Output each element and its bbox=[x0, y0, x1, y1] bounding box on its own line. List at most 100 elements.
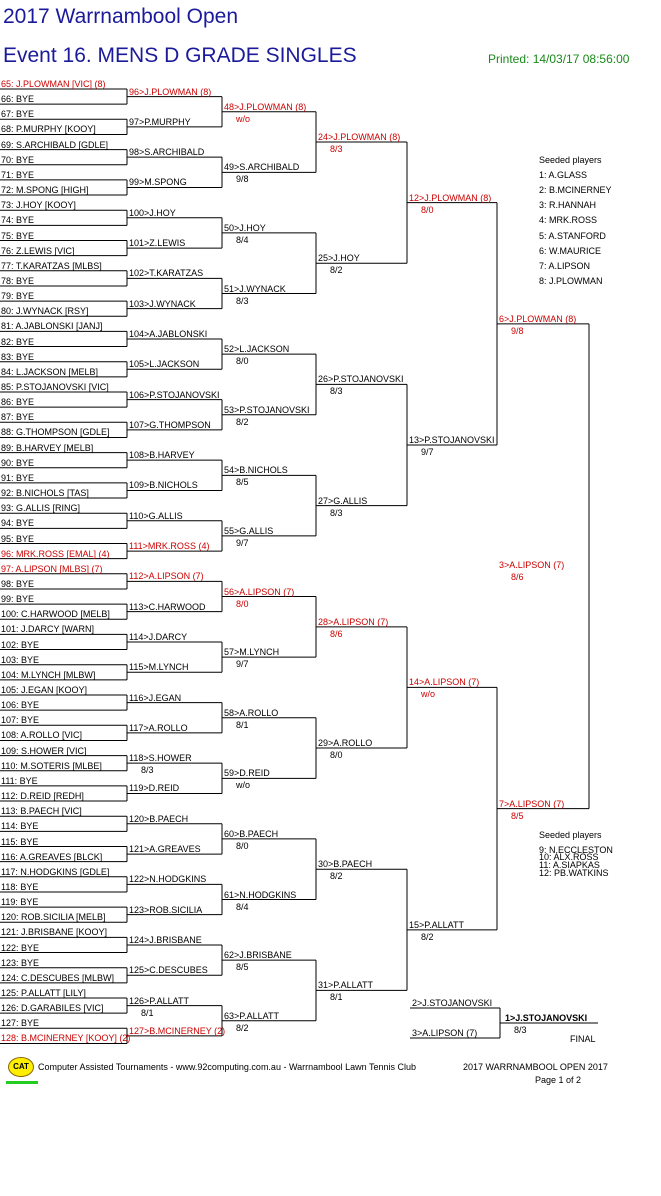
match-score: w/o bbox=[236, 780, 251, 791]
draw-entry: 89: B.HARVEY [MELB] bbox=[1, 442, 94, 453]
seeded-players-title-2: Seeded players bbox=[539, 830, 602, 840]
match-winner: 99>M.SPONG bbox=[129, 177, 187, 188]
draw-entry: 128: B.MCINERNEY [KOOY] (2) bbox=[1, 1033, 131, 1044]
match-winner: 56>A.LIPSON (7) bbox=[224, 586, 295, 597]
match-winner: 113>C.HARWOOD bbox=[129, 601, 206, 612]
seed-item: 4: MRK.ROSS bbox=[539, 215, 598, 225]
match-winner: 53>P.STOJANOVSKI bbox=[224, 404, 310, 415]
draw-entry: 127: BYE bbox=[1, 1018, 40, 1029]
match-score: 9/7 bbox=[236, 537, 249, 548]
draw-entry: 99: BYE bbox=[1, 594, 35, 605]
match-winner: 6>J.PLOWMAN (8) bbox=[499, 313, 577, 324]
draw-entry: 100: C.HARWOOD [MELB] bbox=[1, 609, 110, 620]
match-winner: 59>D.REID bbox=[224, 768, 270, 779]
draw-entry: 125: P.ALLATT [LILY] bbox=[1, 988, 86, 998]
match-score: 8/2 bbox=[421, 931, 434, 942]
match-score: 8/2 bbox=[236, 416, 249, 427]
draw-entry: 70: BYE bbox=[1, 154, 35, 165]
match-winner: 57>M.LYNCH bbox=[224, 647, 280, 658]
draw-entry: 118: BYE bbox=[1, 881, 39, 892]
draw-entry: 98: BYE bbox=[1, 578, 35, 589]
draw-entry: 88: G.THOMPSON [GDLE] bbox=[1, 427, 110, 438]
match-winner: 15>P.ALLATT bbox=[409, 919, 464, 930]
match-score: 8/0 bbox=[421, 204, 434, 215]
draw-entry: 67: BYE bbox=[1, 109, 35, 120]
seed-item: 5: A.STANFORD bbox=[539, 231, 606, 241]
footer-page: Page 1 of 2 bbox=[535, 1075, 582, 1085]
logo-underline bbox=[6, 1081, 38, 1084]
match-score: 8/1 bbox=[236, 719, 249, 730]
match-winner: 121>A.GREAVES bbox=[129, 844, 201, 855]
seed-item: 8: J.PLOWMAN bbox=[539, 276, 603, 286]
match-winner: 3>A.LIPSON (7) bbox=[499, 560, 565, 571]
draw-entry: 74: BYE bbox=[1, 215, 35, 226]
draw-entry: 79: BYE bbox=[1, 291, 35, 302]
match-winner: 117>A.ROLLO bbox=[129, 722, 188, 733]
draw-entry: 83: BYE bbox=[1, 351, 35, 362]
match-winner: 98>S.ARCHIBALD bbox=[129, 147, 205, 158]
draw-entry: 111: BYE bbox=[1, 775, 38, 786]
draw-entry: 117: N.HODGKINS [GDLE] bbox=[1, 866, 110, 877]
match-winner: 96>J.PLOWMAN (8) bbox=[129, 86, 212, 97]
match-score: 9/8 bbox=[511, 325, 524, 336]
draw-entry: 69: S.ARCHIBALD [GDLE] bbox=[1, 139, 109, 150]
match-score: 8/2 bbox=[330, 265, 343, 276]
draw-entry: 97: A.LIPSON [MLBS] (7) bbox=[1, 563, 103, 574]
draw-entry: 86: BYE bbox=[1, 397, 35, 408]
draw-entry: 66: BYE bbox=[1, 94, 35, 105]
draw-entry: 81: A.JABLONSKI [JANJ] bbox=[1, 321, 103, 332]
match-score: 8/3 bbox=[330, 507, 343, 518]
match-score: 8/6 bbox=[511, 572, 524, 583]
match-winner: 110>G.ALLIS bbox=[129, 510, 183, 521]
match-winner: 125>C.DESCUBES bbox=[129, 965, 208, 976]
draw-entry: 84: L.JACKSON [MELB] bbox=[1, 366, 99, 377]
match-winner: 52>L.JACKSON bbox=[224, 344, 290, 355]
match-winner: 123>ROB.SICILIA bbox=[129, 904, 203, 915]
match-winner: 55>G.ALLIS bbox=[224, 525, 274, 536]
match-winner: 31>P.ALLATT bbox=[318, 980, 373, 991]
match-score: 8/2 bbox=[236, 1022, 249, 1033]
final-label: FINAL bbox=[570, 1034, 596, 1044]
draw-entry: 114: BYE bbox=[1, 821, 39, 832]
draw-entry: 93: G.ALLIS [RING] bbox=[1, 503, 81, 514]
match-score: 8/1 bbox=[141, 1007, 154, 1018]
match-winner: 108>B.HARVEY bbox=[129, 450, 195, 461]
draw-entry: 106: BYE bbox=[1, 700, 40, 711]
match-winner: 61>N.HODGKINS bbox=[224, 889, 297, 900]
match-winner: 106>P.STOJANOVSKI bbox=[129, 389, 220, 400]
draw-entry: 75: BYE bbox=[1, 230, 35, 241]
match-winner: 50>J.HOY bbox=[224, 222, 266, 233]
draw-entry: 115: BYE bbox=[1, 836, 39, 847]
draw-entry: 95: BYE bbox=[1, 533, 35, 544]
draw-entry: 73: J.HOY [KOOY] bbox=[1, 200, 76, 211]
draw-entry: 80: J.WYNACK [RSY] bbox=[1, 306, 89, 317]
match-score: 8/0 bbox=[330, 750, 343, 761]
match-winner: 58>A.ROLLO bbox=[224, 707, 279, 718]
draw-entry: 121: J.BRISBANE [KOOY] bbox=[1, 927, 108, 938]
match-score: 8/5 bbox=[236, 962, 249, 973]
draw-entry: 85: P.STOJANOVSKI [VIC] bbox=[1, 382, 109, 392]
draw-entry: 120: ROB.SICILIA [MELB] bbox=[1, 912, 106, 923]
match-winner: 124>J.BRISBANE bbox=[129, 934, 202, 945]
match-score: 8/3 bbox=[141, 765, 154, 776]
match-winner: 122>N.HODGKINS bbox=[129, 874, 207, 885]
match-winner: 13>P.STOJANOVSKI bbox=[409, 435, 495, 446]
draw-entry: 116: A.GREAVES [BLCK] bbox=[1, 851, 103, 862]
final-score: 8/3 bbox=[514, 1025, 527, 1035]
match-winner: 111>MRK.ROSS (4) bbox=[129, 541, 210, 552]
draw-entry: 108: A.ROLLO [VIC] bbox=[1, 730, 83, 741]
match-score: 9/8 bbox=[236, 174, 249, 185]
draw-entry: 82: BYE bbox=[1, 336, 35, 347]
match-score: 8/5 bbox=[236, 477, 249, 488]
match-score: 9/7 bbox=[236, 659, 249, 670]
draw-entry: 110: M.SOTERIS [MLBE] bbox=[1, 760, 102, 771]
printed-timestamp: Printed: 14/03/17 08:56:00 bbox=[488, 52, 630, 66]
draw-entry: 122: BYE bbox=[1, 942, 40, 953]
match-winner: 102>T.KARATZAS bbox=[129, 268, 204, 279]
seed-item: 2: B.MCINERNEY bbox=[539, 185, 612, 195]
draw-entry: 124: C.DESCUBES [MLBW] bbox=[1, 972, 115, 983]
draw-entry: 68: P.MURPHY [KOOY] bbox=[1, 124, 96, 135]
match-score: 8/4 bbox=[236, 234, 249, 245]
draw-entry: 112: D.REID [REDH] bbox=[1, 791, 84, 802]
match-winner: 63>P.ALLATT bbox=[224, 1010, 279, 1021]
